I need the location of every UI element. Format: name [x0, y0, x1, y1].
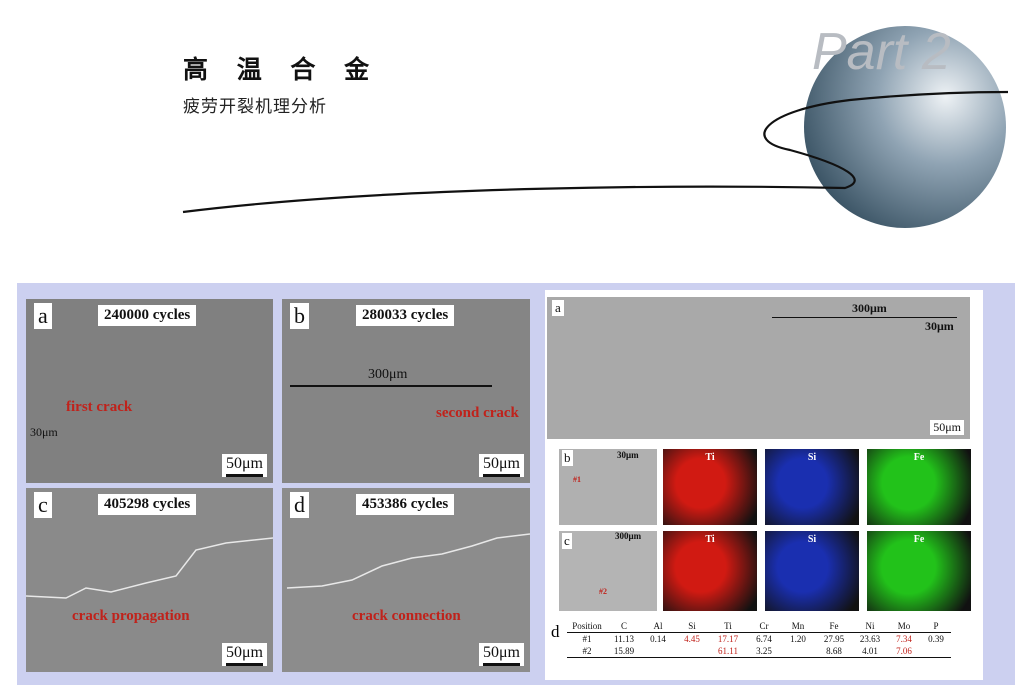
column-header: Ti [724, 621, 732, 631]
sem-panel-d: d 453386 cycles crack connection 50μm [282, 488, 530, 672]
part-label: Part 2 [812, 23, 951, 81]
table-header-row: Position C Al Si Ti Cr Mn Fe Ni Mo P [567, 620, 951, 633]
table-cell: 6.74 [756, 634, 772, 644]
column-header: C [620, 621, 627, 631]
annotation: crack propagation [72, 608, 190, 624]
fracture-image-a: a 300μm 30μm 50μm [547, 297, 970, 439]
column-header: Fe [829, 621, 839, 631]
measure-label: 300μm [368, 367, 408, 382]
measure-long: 300μm [852, 301, 887, 315]
table-cell: 7.34 [896, 634, 912, 644]
eds-map-ti-c: Ti [663, 531, 757, 611]
table-cell [781, 645, 815, 658]
swoosh-line [182, 90, 1009, 214]
eds-map-fe-b: Fe [867, 449, 971, 525]
table-cell: 23.63 [859, 634, 881, 644]
annotation: crack connection [352, 608, 461, 624]
table-row: #2 15.89 61.11 3.25 8.68 4.01 7.06 [567, 645, 951, 658]
table-cell [921, 645, 951, 658]
annotation: first crack [66, 399, 133, 415]
column-header: Position [572, 621, 602, 631]
column-header: Mo [897, 621, 911, 631]
decorative-sphere-graphic [182, 26, 1009, 228]
annotation: second crack [436, 405, 519, 421]
scale-bar: 50μm [478, 643, 524, 666]
eds-image-b: b 30μm #1 [559, 449, 657, 525]
crack-line [286, 533, 530, 589]
eds-map-fe-c: Fe [867, 531, 971, 611]
panel-label: b [562, 450, 573, 466]
table-cell: #1 [582, 634, 592, 644]
measure-label: 30μm [617, 450, 639, 460]
column-header: Al [653, 621, 663, 631]
table-cell: #2 [582, 646, 592, 656]
spot-label: #2 [599, 587, 607, 596]
table-cell: 1.20 [790, 634, 806, 644]
column-header: Mn [791, 621, 805, 631]
eds-map-si-b: Si [765, 449, 859, 525]
panel-label: a [34, 303, 52, 329]
composition-table: Position C Al Si Ti Cr Mn Fe Ni Mo P #1 … [567, 620, 951, 658]
measure-label: 30μm [30, 425, 58, 439]
table-row: #1 11.13 0.14 4.45 17.17 6.74 1.20 27.95… [567, 633, 951, 646]
table-cell: 3.25 [756, 646, 772, 656]
table-cell: 0.14 [650, 634, 666, 644]
sem-panel-a: a 240000 cycles first crack 30μm 50μm [26, 299, 273, 483]
cycles-label: 453386 cycles [356, 494, 455, 515]
scale-bar: 50μm [478, 454, 524, 477]
table-cell: 7.06 [896, 646, 912, 656]
eds-map-si-c: Si [765, 531, 859, 611]
column-header: Ni [865, 621, 875, 631]
scale-bar: 50μm [930, 420, 964, 435]
eds-image-c: c 300μm #2 [559, 531, 657, 611]
table-cell: 61.11 [718, 646, 738, 656]
panel-label: b [290, 303, 309, 329]
measure-short: 30μm [925, 319, 954, 333]
scale-bar: 50μm [221, 454, 267, 477]
page-title: 高 温 合 金 [183, 55, 380, 84]
sem-panel-c: c 405298 cycles crack propagation 50μm [26, 488, 273, 672]
measure-label: 300μm [615, 531, 642, 541]
table-cell: 4.45 [684, 634, 700, 644]
cycles-label: 240000 cycles [98, 305, 197, 326]
table-cell: 15.89 [613, 646, 635, 656]
table-cell: 8.68 [826, 646, 842, 656]
cycles-label: 280033 cycles [356, 305, 455, 326]
table-cell: 4.01 [862, 646, 878, 656]
table-cell [675, 645, 709, 658]
sem-panel-b: b 280033 cycles 300μm second crack 50μm [282, 299, 530, 483]
table-cell: 27.95 [823, 634, 845, 644]
table-cell: 0.39 [928, 634, 944, 644]
panel-label: a [552, 300, 564, 316]
panel-label: d [290, 492, 309, 518]
cycles-label: 405298 cycles [98, 494, 197, 515]
column-header: Si [688, 621, 696, 631]
table-cell: 17.17 [717, 634, 739, 644]
measure-line [772, 317, 957, 318]
measure-line [290, 385, 492, 387]
column-header: Cr [759, 621, 769, 631]
page-subtitle: 疲劳开裂机理分析 [183, 97, 327, 117]
eds-map-ti-b: Ti [663, 449, 757, 525]
crack-line [26, 537, 273, 599]
panel-label: c [34, 492, 52, 518]
table-label: d [551, 622, 560, 641]
column-header: P [933, 621, 939, 631]
table-cell: 11.13 [614, 634, 634, 644]
panel-label: c [562, 533, 572, 549]
scale-bar: 50μm [221, 643, 267, 666]
table-cell [641, 645, 675, 658]
spot-label: #1 [573, 475, 581, 484]
